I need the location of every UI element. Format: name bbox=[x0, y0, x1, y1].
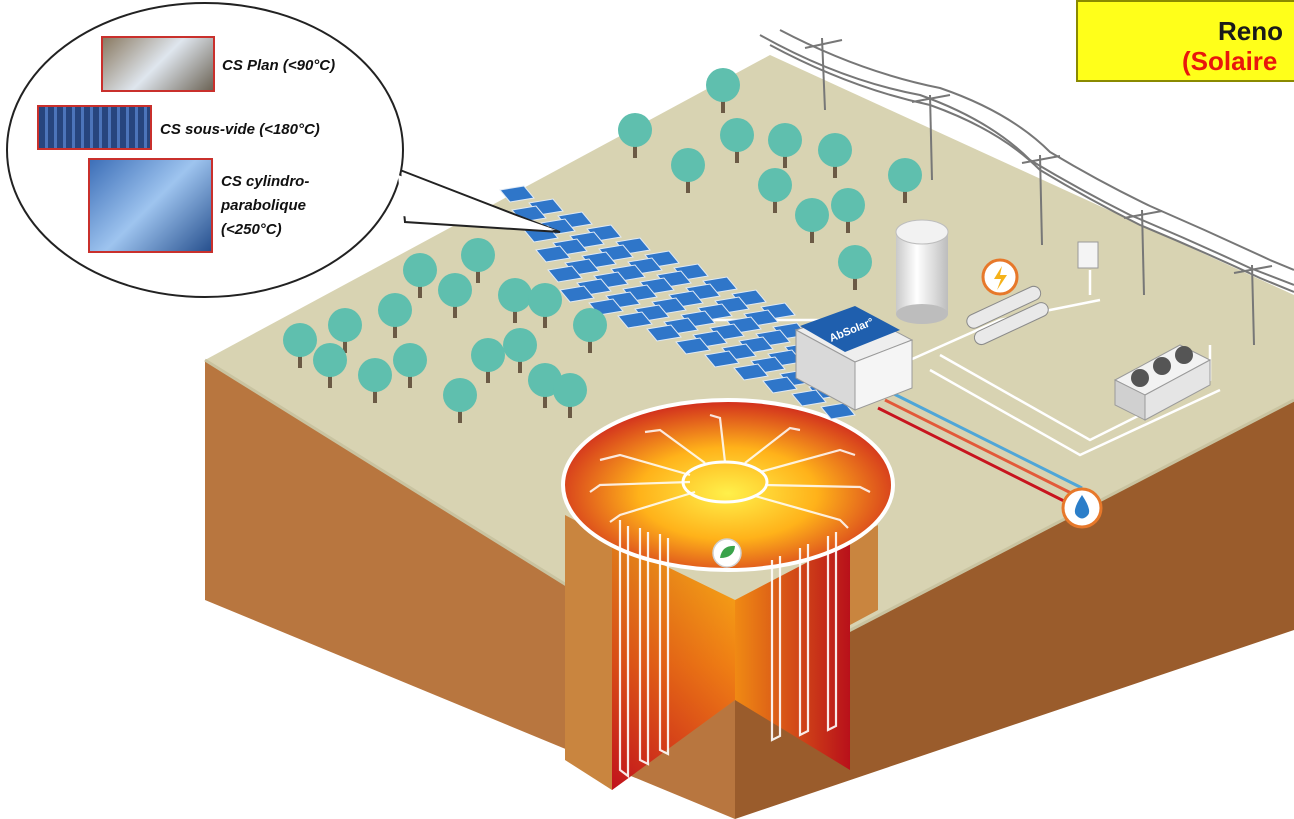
callout-label-line-2: parabolique bbox=[221, 197, 307, 214]
parabolic-collector-photo bbox=[88, 158, 213, 253]
solar-panel bbox=[675, 337, 711, 355]
tree bbox=[378, 293, 412, 338]
geothermal-reservoir bbox=[561, 398, 895, 790]
banner-line-2: (Solaire bbox=[1182, 46, 1278, 76]
tree bbox=[818, 133, 852, 178]
tree bbox=[795, 198, 829, 243]
tree bbox=[443, 378, 477, 423]
solar-panel bbox=[820, 402, 856, 420]
tree bbox=[503, 328, 537, 373]
tree bbox=[393, 343, 427, 388]
tree bbox=[438, 273, 472, 318]
callout-label-plan: CS Plan (<90°C) bbox=[222, 57, 336, 74]
tree bbox=[758, 168, 792, 213]
tree bbox=[313, 343, 347, 388]
dry-cooler bbox=[1113, 344, 1212, 421]
solar-panel bbox=[547, 265, 583, 283]
tree bbox=[838, 245, 872, 290]
solar-panel bbox=[762, 376, 798, 394]
callout-label-line-1: CS cylindro- bbox=[221, 173, 310, 190]
tree bbox=[888, 158, 922, 203]
storage-tank bbox=[895, 219, 949, 324]
title-banner: Reno (Solaire bbox=[1076, 0, 1294, 82]
tree-cluster bbox=[283, 68, 922, 423]
solar-panel bbox=[791, 389, 827, 407]
tree bbox=[720, 118, 754, 163]
solar-panel-field bbox=[499, 185, 856, 420]
soil-side-face bbox=[735, 400, 1294, 819]
absolar-container: AbSolar° bbox=[794, 306, 914, 411]
solar-panel bbox=[617, 311, 653, 329]
tree bbox=[283, 323, 317, 368]
tree bbox=[553, 373, 587, 418]
callout-label-line-3: (<250°C) bbox=[221, 221, 282, 238]
callout-label-sous-vide: CS sous-vide (<180°C) bbox=[160, 121, 320, 138]
tree bbox=[461, 238, 495, 283]
banner-line-1: Reno bbox=[1218, 16, 1283, 46]
solar-panel bbox=[499, 185, 535, 203]
solar-panel bbox=[535, 245, 571, 263]
tree bbox=[831, 188, 865, 233]
power-lines bbox=[759, 29, 1294, 346]
tree bbox=[671, 148, 705, 193]
tree bbox=[768, 123, 802, 168]
solar-panel bbox=[559, 285, 595, 303]
water-drop-icon bbox=[1061, 487, 1103, 529]
tree bbox=[618, 113, 652, 158]
tree bbox=[528, 283, 562, 328]
tree bbox=[573, 308, 607, 353]
solar-panel bbox=[704, 350, 740, 368]
grid-connection-box bbox=[1077, 241, 1099, 269]
callout-label-cylindro: CS cylindro- parabolique (<250°C) bbox=[221, 172, 309, 239]
tree bbox=[471, 338, 505, 383]
tree bbox=[358, 358, 392, 403]
tree bbox=[498, 278, 532, 323]
tree bbox=[403, 253, 437, 298]
vacuum-collector-photo bbox=[37, 105, 152, 150]
tree bbox=[706, 68, 740, 113]
flat-collector-photo bbox=[101, 36, 215, 92]
heat-source-top bbox=[561, 398, 895, 572]
solar-panel bbox=[733, 363, 769, 381]
heat-exchanger-cylinders bbox=[966, 258, 1049, 346]
heat-transfer-pipes bbox=[877, 391, 1083, 505]
tree bbox=[328, 308, 362, 353]
solar-panel bbox=[646, 324, 682, 342]
